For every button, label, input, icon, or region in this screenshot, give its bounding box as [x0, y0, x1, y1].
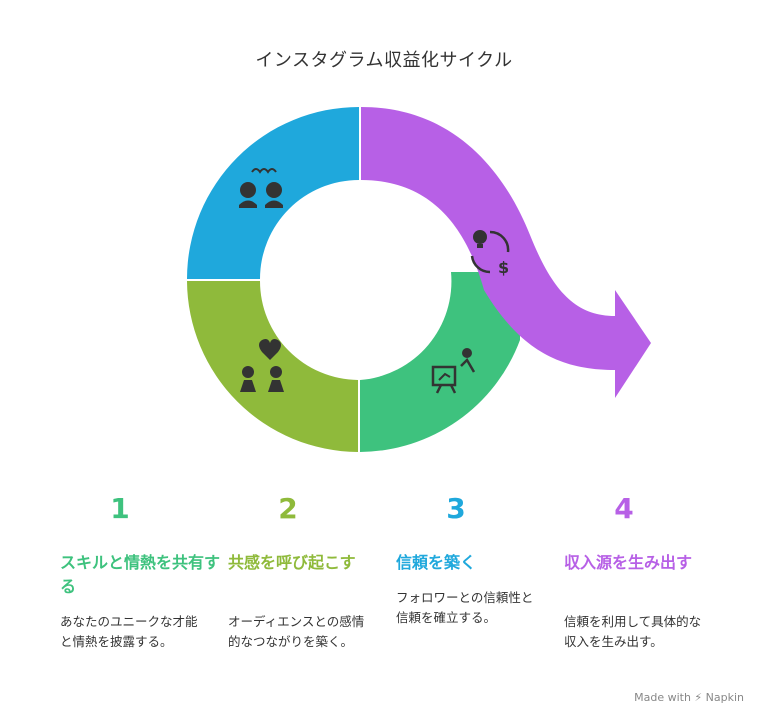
step-2-number: 2: [278, 492, 298, 525]
people-heart-icon: [240, 339, 284, 392]
step-1-heading: スキルと情熱を共有する: [60, 553, 221, 596]
cycle-diagram: $: [187, 107, 651, 452]
people-sharing-icon: [239, 168, 283, 208]
idea-money-cycle-icon: $: [470, 230, 510, 277]
step-1-description: あなたのユニークな才能と情熱を披露する。: [60, 614, 198, 649]
presentation-icon: [431, 348, 476, 394]
made-with-napkin-link[interactable]: Made with ⚡ Napkin: [634, 691, 744, 704]
step-3-heading: 信頼を築く: [396, 553, 477, 572]
page-title: インスタグラム収益化サイクル: [255, 50, 513, 71]
step-3-description: フォロワーとの信頼性と信頼を確立する。: [396, 590, 534, 625]
step-3-number: 3: [446, 492, 466, 525]
step-4-description: 信頼を利用して具体的な収入を生み出す。: [564, 614, 702, 649]
step-4-number: 4: [614, 492, 634, 525]
step-4-heading: 収入源を生み出す: [564, 553, 693, 572]
segment-lime: [187, 281, 358, 452]
svg-text:$: $: [498, 258, 509, 277]
segment-purple-arrow: [361, 107, 651, 398]
step-2-description: オーディエンスとの感情的なつながりを築く。: [228, 614, 365, 649]
step-2-heading: 共感を呼び起こす: [228, 553, 356, 572]
step-1-number: 1: [110, 492, 130, 525]
segment-green: [360, 272, 520, 452]
